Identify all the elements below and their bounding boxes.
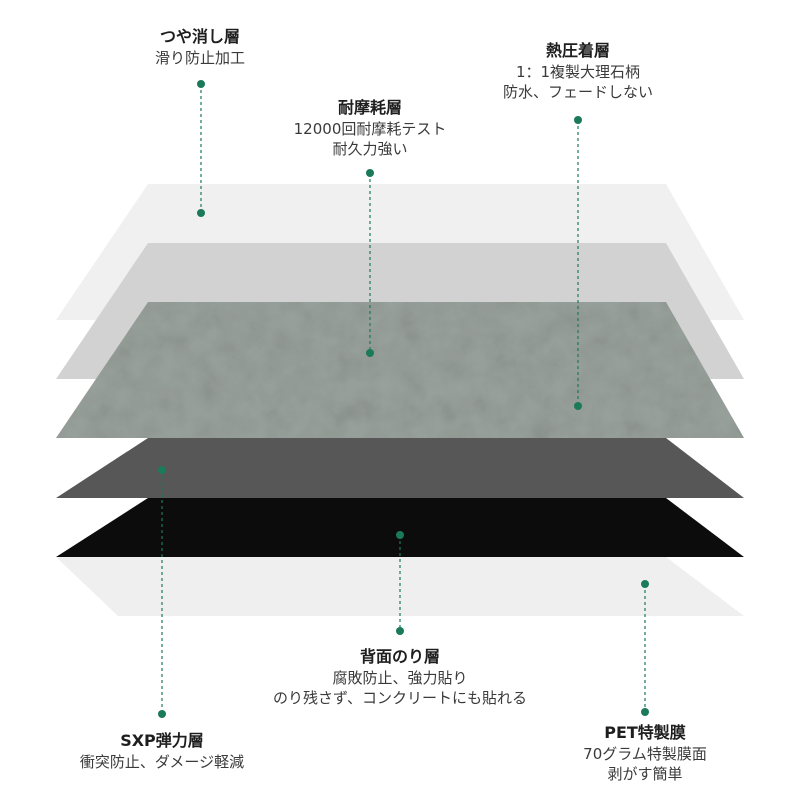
layer-description: 防水、フェードしない — [502, 83, 654, 101]
callout-dot — [396, 627, 404, 635]
sxp-layer-sheet — [56, 438, 744, 498]
callout-dot — [641, 708, 649, 716]
layer-title: 熱圧着層 — [545, 41, 611, 60]
label-print: 熱圧着層 1：1複製大理石柄 防水、フェードしない — [503, 40, 653, 102]
callout-lines — [158, 80, 649, 718]
callout-dot — [574, 116, 582, 124]
layer-description: 12000回耐摩耗テスト — [293, 120, 447, 138]
label-pet: PET特製膜 70グラム特製膜面 剥がす簡単 — [583, 722, 707, 784]
callout-dot — [366, 349, 374, 357]
layer-description: 衝突防止、ダメージ軽減 — [79, 753, 245, 771]
layer-description: 1：1複製大理石柄 — [515, 63, 641, 81]
layer-description: 滑り防止加工 — [154, 49, 246, 67]
pet-film-layer-sheet — [56, 557, 744, 616]
callout-dot — [641, 580, 649, 588]
label-matte: つや消し層 滑り防止加工 — [155, 26, 245, 68]
layer-title: つや消し層 — [159, 27, 241, 46]
callout-dot — [158, 710, 166, 718]
callout-dot — [197, 80, 205, 88]
callout-dot — [396, 531, 404, 539]
label-sxp: SXP弾力層 衝突防止、ダメージ軽減 — [80, 730, 244, 772]
layer-description: 剥がす簡単 — [607, 765, 683, 783]
layer-title: SXP弾力層 — [120, 731, 204, 750]
layer-description: 70グラム特製膜面 — [583, 745, 707, 763]
callout-matte — [197, 80, 205, 217]
layer-title: PET特製膜 — [604, 723, 686, 742]
layer-title: 背面のり層 — [359, 647, 441, 666]
layer-description: 腐敗防止、強力貼り — [332, 669, 468, 687]
callout-sxp — [158, 466, 166, 718]
callout-dot — [197, 209, 205, 217]
callout-print — [574, 116, 582, 410]
layer-description: 耐久力強い — [332, 140, 408, 158]
marble-print-layer-sheet — [56, 302, 744, 438]
callout-dot — [366, 169, 374, 177]
callout-pet — [641, 580, 649, 716]
label-adhesive: 背面のり層 腐敗防止、強力貼り のり残さず、コンクリートにも貼れる — [273, 646, 527, 708]
callout-dot — [158, 466, 166, 474]
layer-description: のり残さず、コンクリートにも貼れる — [273, 689, 527, 707]
layer-title: 耐摩耗層 — [337, 98, 402, 117]
callout-adhesive — [396, 531, 404, 635]
label-wear: 耐摩耗層 12000回耐摩耗テスト 耐久力強い — [294, 97, 447, 159]
callout-wear — [366, 169, 374, 357]
callout-dot — [574, 402, 582, 410]
adhesive-layer-sheet — [56, 498, 744, 557]
